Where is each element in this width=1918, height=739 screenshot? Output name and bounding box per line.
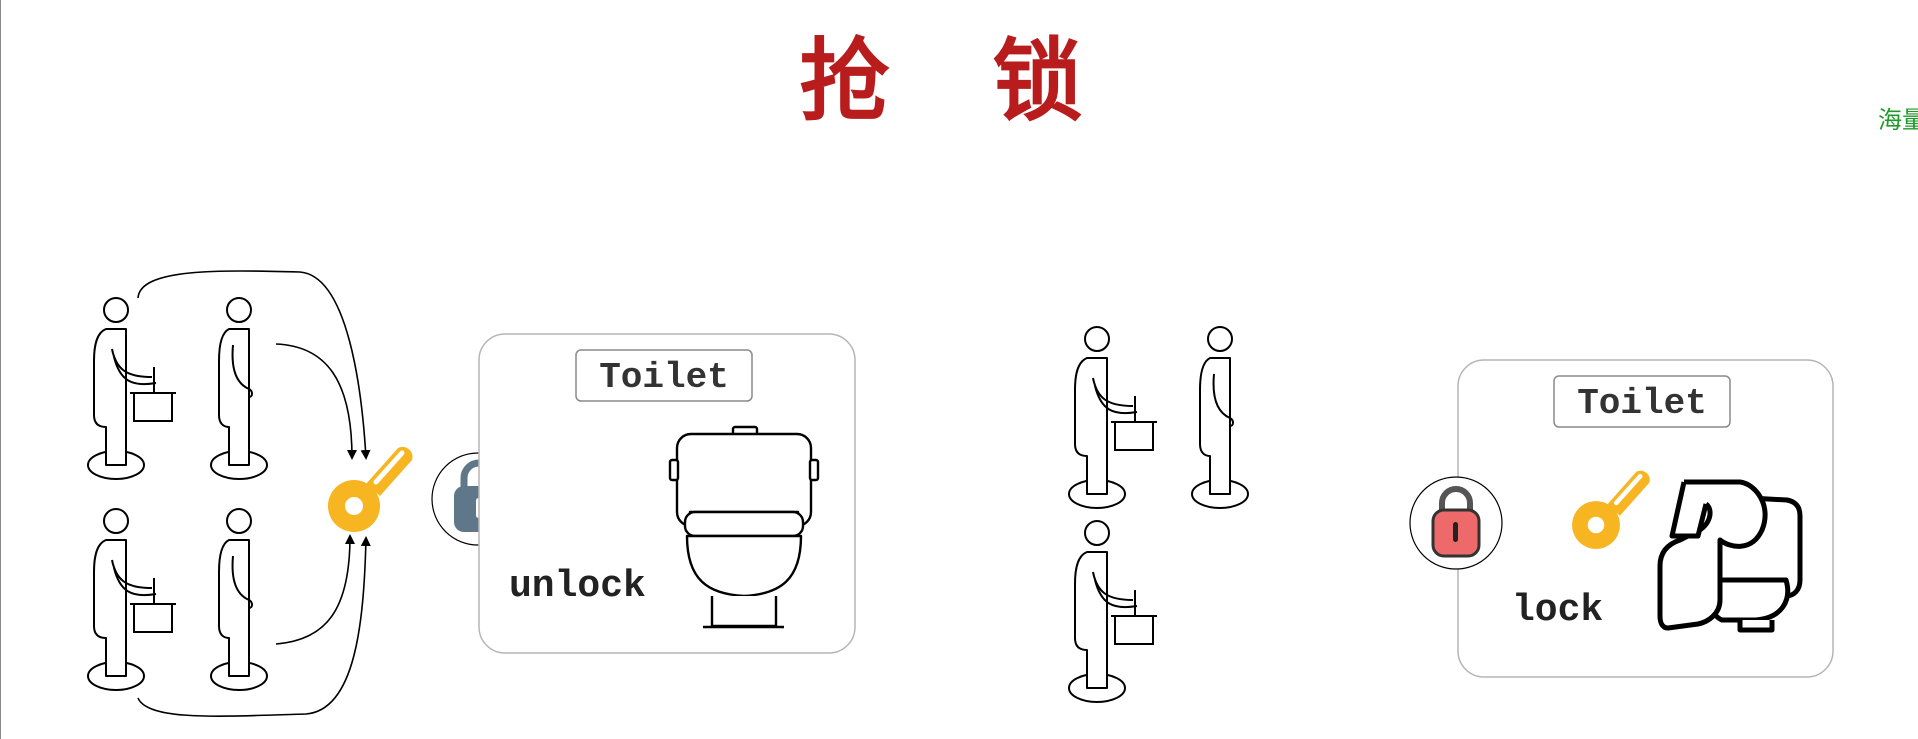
waiting-person-7	[1068, 520, 1158, 703]
occupied-toilet-icon	[1657, 479, 1803, 633]
toilet-label-locked: Toilet	[1577, 383, 1707, 424]
toilet-label: Toilet	[599, 357, 729, 398]
unlock-label: unlock	[509, 565, 646, 608]
page-title: 抢 锁	[799, 29, 1119, 134]
key-icon	[328, 447, 412, 532]
toilet-icon	[668, 425, 820, 629]
waiting-person-3	[87, 508, 177, 691]
waiting-person-1	[87, 297, 177, 480]
left-border-line	[0, 0, 1, 739]
waiting-person-5	[1068, 326, 1158, 509]
waiting-person-6	[1191, 326, 1249, 509]
lock-label: lock	[1512, 589, 1603, 632]
watermark-text: 海量	[1878, 106, 1918, 134]
lock-lock-icon	[1409, 476, 1503, 570]
waiting-person-4	[210, 508, 268, 691]
toilet-label-box-locked	[1553, 375, 1731, 428]
contention-arrows	[137, 270, 371, 717]
toilet-label-box	[575, 349, 753, 402]
waiting-person-2	[210, 297, 268, 480]
